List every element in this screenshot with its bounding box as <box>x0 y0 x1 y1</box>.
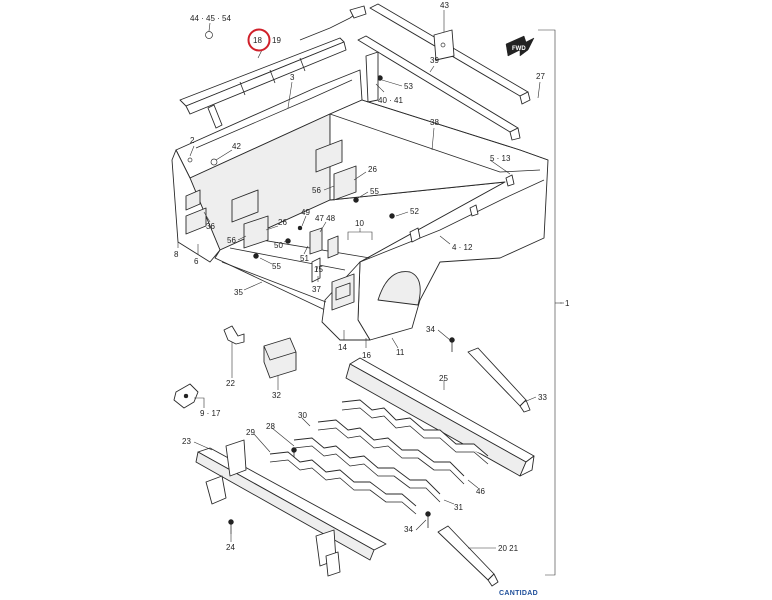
assembly-bracket-1 <box>538 29 562 576</box>
callout-36: 36 <box>206 222 215 231</box>
callout-labels: 44 · 45 · 54 18 19 43 39 27 3 53 40 · 41… <box>174 1 570 553</box>
callout-44-45-54: 44 · 45 · 54 <box>190 14 231 23</box>
callout-40-41: 40 · 41 <box>378 96 403 105</box>
callout-56b: 56 <box>227 236 236 245</box>
callout-23: 23 <box>182 437 191 446</box>
callout-46: 46 <box>476 487 485 496</box>
quantity-column-header: CANTIDAD <box>499 590 538 597</box>
callout-19: 19 <box>272 36 281 45</box>
callout-51: 51 <box>300 254 309 263</box>
forward-arrow: FWD <box>505 35 535 57</box>
callout-15: 15 <box>314 265 323 274</box>
callout-56a: 56 <box>312 186 321 195</box>
callout-26b: 26 <box>278 218 287 227</box>
callout-28: 28 <box>266 422 275 431</box>
callout-26a: 26 <box>368 165 377 174</box>
callout-9-17: 9 · 17 <box>200 409 221 418</box>
callout-34a: 34 <box>426 325 435 334</box>
callout-5-13: 5 · 13 <box>490 154 511 163</box>
callout-33: 33 <box>538 393 547 402</box>
small-parts-left <box>173 325 297 409</box>
callout-20-21: 20 21 <box>498 544 519 553</box>
brace-20-21 <box>437 525 499 587</box>
truck-bed-body <box>171 69 549 341</box>
callout-18: 18 <box>253 36 262 45</box>
callout-55b: 55 <box>272 262 281 271</box>
callout-42: 42 <box>232 142 241 151</box>
top-cross-rail <box>357 3 531 141</box>
callout-49: 49 <box>301 208 310 217</box>
callout-30: 30 <box>298 411 307 420</box>
callout-43: 43 <box>440 1 449 10</box>
callout-31: 31 <box>454 503 463 512</box>
callout-35: 35 <box>234 288 243 297</box>
callout-24: 24 <box>226 543 235 552</box>
callout-3: 3 <box>290 73 295 82</box>
callout-39: 39 <box>430 56 439 65</box>
callout-53: 53 <box>404 82 413 91</box>
leader-lines <box>177 10 564 549</box>
front-top-rail <box>179 5 367 129</box>
callout-6: 6 <box>194 257 199 266</box>
callout-2: 2 <box>190 136 195 145</box>
callout-25: 25 <box>439 374 448 383</box>
callout-52: 52 <box>410 207 419 216</box>
callout-14: 14 <box>338 343 347 352</box>
rear-frame-23 <box>195 439 387 577</box>
svg-text:FWD: FWD <box>512 46 526 52</box>
cross-member-25 <box>345 357 535 477</box>
callout-11: 11 <box>396 348 405 357</box>
callout-50: 50 <box>274 241 283 250</box>
callout-34b: 34 <box>404 525 413 534</box>
callout-47-48: 47 48 <box>315 214 336 223</box>
callout-32: 32 <box>272 391 281 400</box>
callout-37: 37 <box>312 285 321 294</box>
floor-crossmembers <box>269 399 489 515</box>
callout-27: 27 <box>536 72 545 81</box>
highlight-circle <box>247 28 271 52</box>
brace-33 <box>467 347 531 413</box>
callout-10: 10 <box>355 219 364 228</box>
callout-22: 22 <box>226 379 235 388</box>
callout-4-12: 4 · 12 <box>452 243 473 252</box>
callout-38: 38 <box>430 118 439 127</box>
callout-1: 1 <box>565 299 570 308</box>
callout-16: 16 <box>362 351 371 360</box>
callout-8: 8 <box>174 250 179 259</box>
callout-29: 29 <box>246 428 255 437</box>
callout-55a: 55 <box>370 187 379 196</box>
